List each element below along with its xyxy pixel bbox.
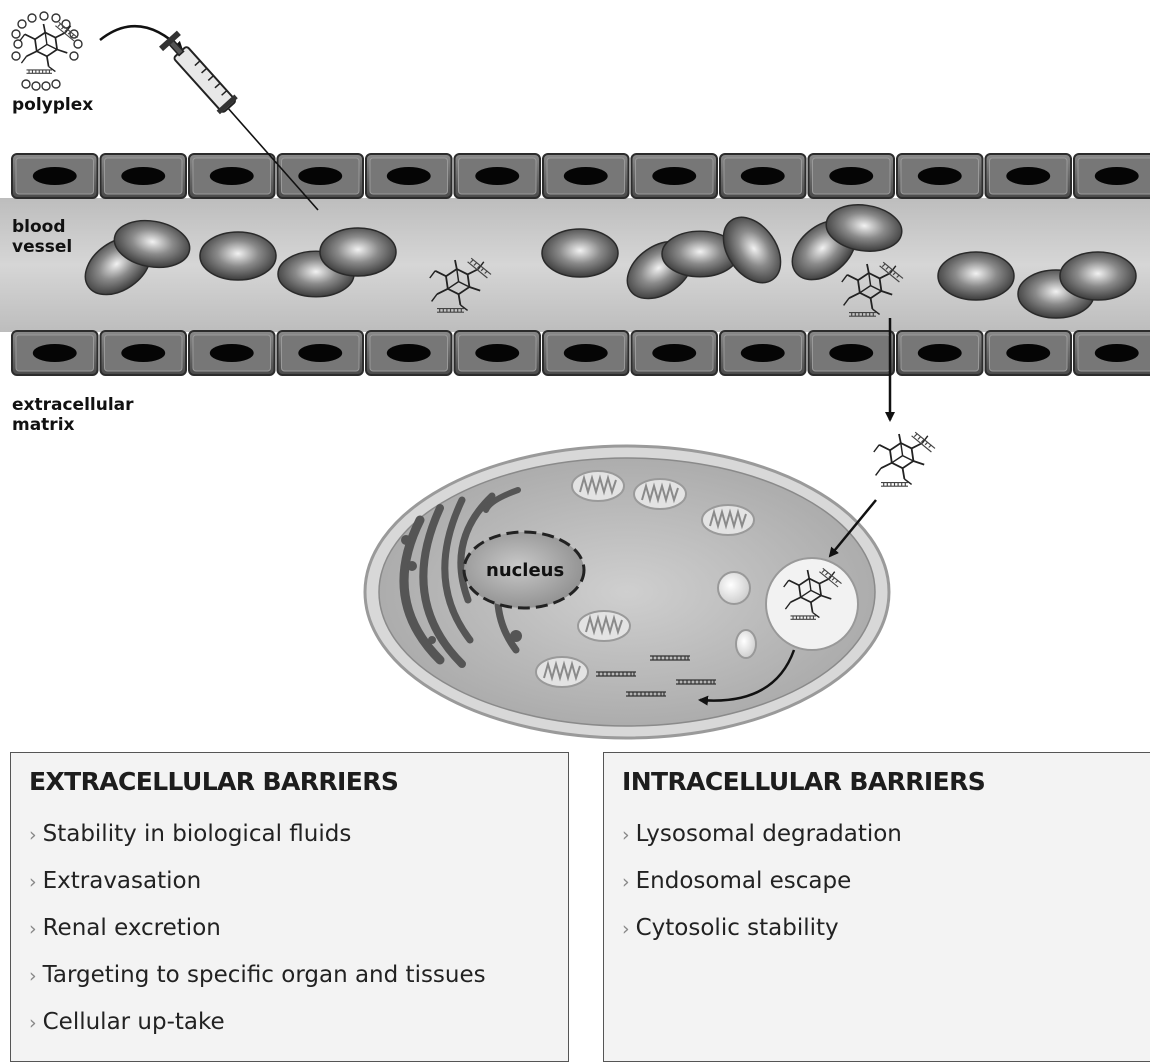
extracellular-label: extracellular xyxy=(12,395,134,415)
chevron-right-icon: › xyxy=(29,918,37,940)
endothelial-nucleus xyxy=(1006,167,1050,185)
nucleus-label: nucleus xyxy=(486,560,564,581)
list-item: ›Extravasation xyxy=(29,866,486,913)
chevron-right-icon: › xyxy=(29,965,37,987)
intracellular-barriers-list: ›Lysosomal degradation ›Endosomal escape… xyxy=(622,819,902,960)
mitochondrion xyxy=(536,657,588,687)
endothelial-nucleus xyxy=(741,167,785,185)
polyplex-icon xyxy=(12,12,82,90)
chevron-right-icon: › xyxy=(622,918,630,940)
list-item: ›Lysosomal degradation xyxy=(622,819,902,866)
endothelial-nucleus xyxy=(1095,167,1139,185)
list-item: ›Renal excretion xyxy=(29,913,486,960)
intracellular-barriers-title: INTRACELLULAR BARRIERS xyxy=(622,767,985,796)
endothelial-nucleus xyxy=(298,344,342,362)
target-cell: nucleus xyxy=(365,446,889,738)
endothelial-nucleus xyxy=(829,344,873,362)
endothelial-nucleus xyxy=(652,344,696,362)
endothelial-nucleus xyxy=(121,167,165,185)
list-item: ›Stability in biological fluids xyxy=(29,819,486,866)
chevron-right-icon: › xyxy=(29,871,37,893)
endothelial-nucleus xyxy=(387,344,431,362)
endothelial-nucleus xyxy=(210,167,254,185)
vesicle xyxy=(718,572,750,604)
list-item: ›Cytosolic stability xyxy=(622,913,902,960)
mitochondrion xyxy=(702,505,754,535)
endothelial-nucleus xyxy=(564,344,608,362)
endothelial-nucleus xyxy=(918,167,962,185)
mitochondrion xyxy=(634,479,686,509)
mitochondrion xyxy=(572,471,624,501)
endothelial-nucleus xyxy=(741,344,785,362)
endothelial-nucleus xyxy=(33,344,77,362)
polyplex-label: polyplex xyxy=(12,95,93,115)
endothelial-nucleus xyxy=(1006,344,1050,362)
endothelial-nucleus xyxy=(564,167,608,185)
endothelial-nucleus xyxy=(652,167,696,185)
chevron-right-icon: › xyxy=(29,824,37,846)
endothelial-cells-top xyxy=(12,154,1150,198)
endothelial-nucleus xyxy=(829,167,873,185)
blood-label: blood xyxy=(12,217,66,237)
endothelial-nucleus xyxy=(121,344,165,362)
endothelial-nucleus xyxy=(475,167,519,185)
vesicle xyxy=(736,630,756,658)
polyplex-in-matrix xyxy=(874,432,935,486)
endothelial-nucleus xyxy=(298,167,342,185)
mitochondrion xyxy=(578,611,630,641)
endothelial-nucleus xyxy=(475,344,519,362)
endothelial-nucleus xyxy=(918,344,962,362)
list-item: ›Targeting to specific organ and tissues xyxy=(29,960,486,1007)
matrix-label: matrix xyxy=(12,415,75,435)
endothelial-nucleus xyxy=(387,167,431,185)
intracellular-barriers-box: INTRACELLULAR BARRIERS ›Lysosomal degrad… xyxy=(603,752,1150,1062)
extracellular-barriers-box: EXTRACELLULAR BARRIERS ›Stability in bio… xyxy=(10,752,569,1062)
endothelial-cells-bottom xyxy=(12,331,1150,375)
list-item: ›Cellular up-take xyxy=(29,1007,486,1054)
vessel-label: vessel xyxy=(12,237,72,257)
extracellular-barriers-list: ›Stability in biological fluids ›Extrava… xyxy=(29,819,486,1054)
endothelial-nucleus xyxy=(210,344,254,362)
chevron-right-icon: › xyxy=(622,824,630,846)
list-item: ›Endosomal escape xyxy=(622,866,902,913)
chevron-right-icon: › xyxy=(622,871,630,893)
endothelial-nucleus xyxy=(33,167,77,185)
chevron-right-icon: › xyxy=(29,1012,37,1034)
endothelial-nucleus xyxy=(1095,344,1139,362)
extracellular-barriers-title: EXTRACELLULAR BARRIERS xyxy=(29,767,398,796)
